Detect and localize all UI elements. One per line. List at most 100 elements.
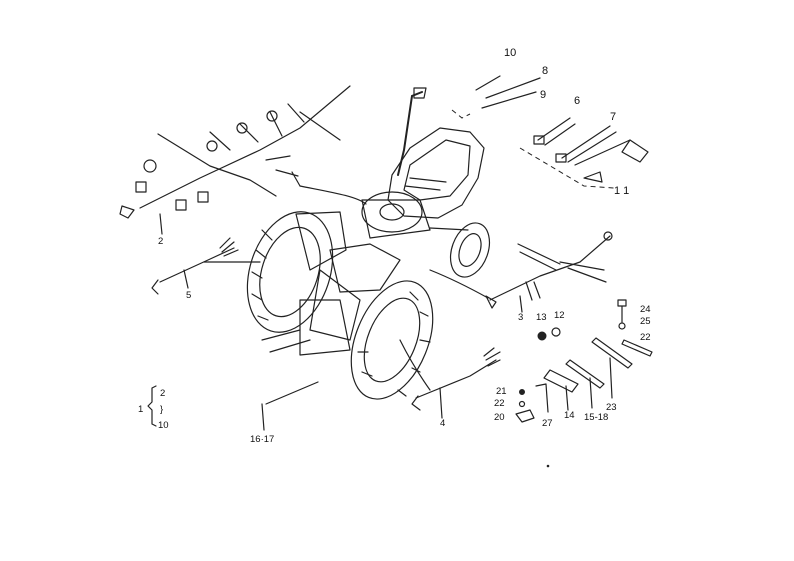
front-wheel-rim: [458, 233, 482, 267]
callout-12: 12: [554, 310, 565, 321]
harness-11-dash: [519, 147, 615, 189]
rear-left-fender: [295, 211, 347, 271]
harness-2-connector-f: [236, 122, 248, 134]
callout-24: 24: [640, 304, 651, 315]
harness-5-hook: [151, 279, 159, 295]
harness-5-fan: [219, 237, 239, 257]
harness-2-trunk: [139, 85, 351, 209]
part-12-nut: [551, 327, 561, 337]
harness-3-branches: [517, 243, 607, 283]
harness-9-wire: [481, 91, 537, 109]
callout-22-upper: 22: [640, 332, 651, 343]
harness-7-wire: [561, 125, 631, 166]
harness-4-hook: [411, 395, 421, 411]
harness-4-to-tractor: [399, 339, 431, 391]
callout-4: 4: [440, 418, 445, 429]
harness-3-to-tractor: [429, 269, 489, 299]
leader-14: [565, 385, 569, 411]
callout-6: 6: [574, 95, 580, 107]
rear-right-rim: [363, 297, 421, 383]
harness-16-17-wire: [265, 381, 319, 405]
callout-27: 27: [542, 418, 553, 429]
callout-7: 7: [610, 111, 616, 123]
harness-16-17: [261, 381, 319, 431]
seat-area: [329, 243, 401, 293]
harness-4: [399, 339, 501, 419]
hood-panel: [403, 139, 471, 201]
callout-13: 13: [536, 312, 547, 323]
harness-2-connector-g: [266, 110, 278, 122]
rear-frame: [299, 299, 351, 356]
exhaust-pipe: [397, 91, 423, 176]
front-wheel: [449, 222, 491, 278]
leader-3: [519, 295, 523, 313]
rear-right-wheel: [350, 280, 434, 400]
harness-5-wire: [159, 247, 235, 283]
harness-3: [429, 231, 613, 313]
callout-14: 14: [564, 410, 575, 421]
harness-3-terminal: [603, 231, 613, 241]
harness-2-connector-a: [143, 159, 157, 173]
callout-23: 23: [606, 402, 617, 413]
callout-10: 10: [504, 47, 516, 59]
transmission-housing: [309, 269, 361, 341]
harness-10-8-9: [451, 75, 541, 119]
hitch-linkage: [261, 329, 311, 353]
harness-2-to-tractor: [299, 185, 367, 205]
leader-2: [159, 213, 163, 235]
speck: [546, 464, 550, 468]
harness-2-connector-c: [175, 199, 187, 211]
harness-6-7: [519, 117, 649, 189]
harness-4-fan: [483, 347, 501, 367]
dashboard: [361, 199, 431, 239]
part-14-plate: [543, 369, 579, 393]
harness-5: [151, 237, 261, 295]
part-22-strap: [621, 339, 653, 357]
group-key-parent: 1: [138, 404, 143, 415]
leader-5: [183, 269, 189, 289]
rear-left-wheel: [246, 211, 334, 333]
part-24-bolt: [617, 299, 627, 323]
callout-8: 8: [542, 65, 548, 77]
harness-2-leads: [265, 155, 301, 187]
harness-11-plug: [621, 139, 649, 163]
harness-2-connector-b: [135, 181, 147, 193]
callout-25: 25: [640, 316, 651, 327]
harness-3-plug: [485, 295, 497, 309]
group-bracket: [147, 385, 157, 427]
callout-22-lower: 22: [494, 398, 505, 409]
group-key-child-2: }: [160, 404, 163, 415]
part-20-clip: [515, 409, 535, 423]
harness-3-trunk: [489, 235, 611, 301]
callout-16-17: 16·17: [250, 434, 274, 445]
harness-10-dash: [451, 109, 471, 119]
callout-15-18: 15-18: [584, 412, 608, 423]
part-23-strap: [591, 337, 633, 369]
harness-4-wire: [415, 359, 497, 399]
callout-9: 9: [540, 89, 546, 101]
hood: [387, 127, 485, 219]
harness-6-connector: [533, 135, 545, 145]
leader-16-17: [261, 403, 265, 431]
rear-left-tread: [251, 229, 273, 321]
part-21-screw: [519, 389, 525, 395]
hardware-parts: [515, 299, 653, 423]
tractor-body: [246, 87, 491, 400]
callout-2: 2: [158, 236, 163, 247]
steering-hub: [379, 203, 405, 221]
harness-2-connector-e: [206, 140, 218, 152]
callout-21: 21: [496, 386, 507, 397]
harness-3-leads: [525, 281, 541, 301]
harness-2-branch-a: [157, 133, 277, 197]
steering-wheel: [361, 191, 423, 233]
rear-left-rim: [259, 226, 321, 318]
callout-5: 5: [186, 290, 191, 301]
harness-2: [119, 85, 367, 235]
leader-15-18: [589, 377, 593, 409]
harness-11-terminal: [583, 171, 603, 183]
harness-2-connector-d: [197, 191, 209, 203]
callout-20: 20: [494, 412, 505, 423]
exhaust-cap: [413, 87, 427, 99]
